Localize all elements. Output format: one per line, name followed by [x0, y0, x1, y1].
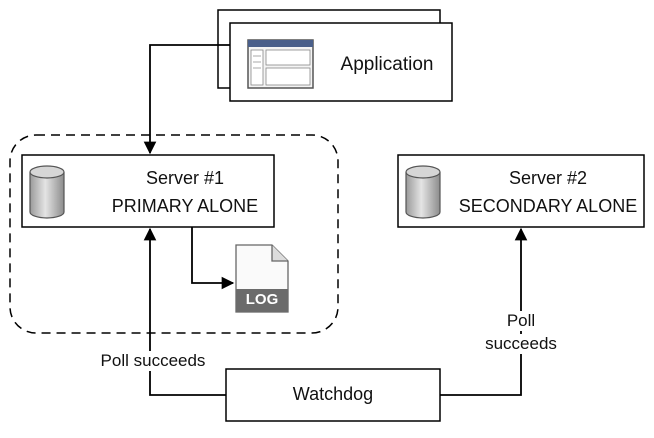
- poll-succeeds-right-line2: succeeds: [481, 334, 561, 354]
- log-label: LOG: [245, 291, 279, 308]
- log-file-icon: [235, 244, 289, 313]
- server1-name: Server #1: [145, 168, 225, 188]
- watchdog-poll-server2-arrow: [440, 227, 528, 396]
- server2-name: Server #2: [508, 168, 588, 188]
- poll-succeeds-left-label: Poll succeeds: [88, 351, 218, 371]
- poll-succeeds-right-line1: Poll: [481, 311, 561, 331]
- watchdog-poll-server1-arrow: [143, 227, 226, 396]
- application-label: Application: [340, 54, 434, 75]
- primary-group-boundary: [9, 134, 339, 334]
- server2-state: SECONDARY ALONE: [458, 196, 638, 216]
- application-window-icon: [247, 39, 314, 89]
- watchdog-label: Watchdog: [292, 384, 374, 404]
- server1-to-log-arrow: [191, 227, 235, 290]
- server1-state: PRIMARY ALONE: [111, 196, 259, 216]
- server2-database-icon: [405, 165, 441, 219]
- app-to-server1-arrow: [143, 44, 230, 155]
- server1-database-icon: [29, 165, 65, 219]
